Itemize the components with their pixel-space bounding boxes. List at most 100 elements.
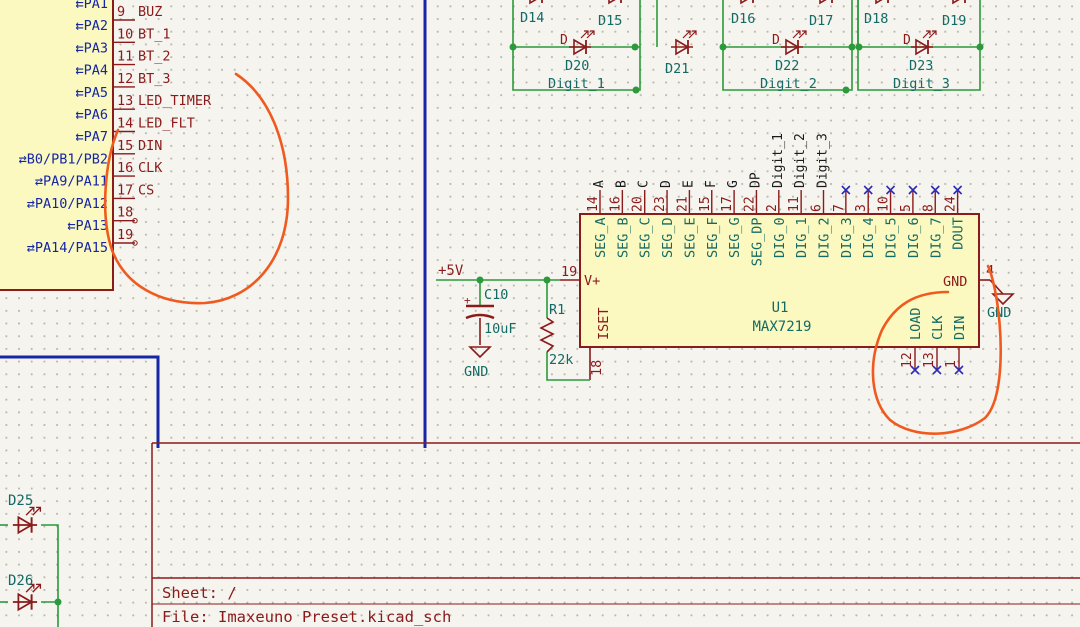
mcu-pin-name: LED_TIMER xyxy=(138,93,212,109)
mcu-pin-name: BT_1 xyxy=(138,26,171,42)
u1-top-pin-name: DIG_2 xyxy=(817,217,833,258)
mcu-pin-number: 12 xyxy=(117,71,133,87)
annotation-marks xyxy=(103,72,1003,435)
u1-net-label: F xyxy=(704,180,719,188)
u1-top-pin-number: 7 xyxy=(832,204,847,212)
mcu-pin-name: CLK xyxy=(138,160,163,176)
capacitor-c10[interactable]: + C10 10uF xyxy=(464,287,517,345)
mcu-pin-number: 10 xyxy=(117,26,133,42)
sheet-frame: Sheet: / File: Imaxeuno Preset.kicad_sch xyxy=(151,442,1080,627)
led-reference: D17 xyxy=(809,13,833,29)
led-reference: D25 xyxy=(8,493,33,509)
digit-net-label: Digit_1 xyxy=(548,76,605,92)
led-d22[interactable]: D22 D xyxy=(772,30,807,74)
u1-bottom-pin-name: LOAD xyxy=(908,307,924,340)
u1-top-pin-number: 21 xyxy=(675,196,690,212)
mcu-symbol[interactable]: ⇇PA1⇇PA2⇇PA3⇇PA4⇇PA5⇇PA6⇇PA7⇄B0/PB1/PB2⇄… xyxy=(0,0,212,291)
led-d20[interactable]: D20 D xyxy=(560,30,595,74)
led-icon xyxy=(524,0,551,4)
u1-net-label: E xyxy=(681,180,696,188)
u1-top-pin-number: 16 xyxy=(608,196,623,212)
u1-top-pin-number: 17 xyxy=(720,196,735,212)
u1-top-pin-name: SEG_DP xyxy=(749,217,765,266)
u1-top-pin-name: DIG_1 xyxy=(794,217,810,258)
led-icon xyxy=(910,30,937,55)
mcu-pin-number: 9 xyxy=(117,4,125,20)
led-icon xyxy=(568,30,595,55)
u1-top-pin-number: 22 xyxy=(742,196,757,212)
u1-top-pin-number: 23 xyxy=(653,196,668,212)
mcu-port-label: ⇇PA1 xyxy=(75,0,108,12)
mcu-port-label: ⇇PA6 xyxy=(75,107,108,123)
led-prefix: D xyxy=(772,33,780,48)
mcu-port-label: ⇄PA10/PA12 xyxy=(27,196,108,212)
gnd-label-left: GND xyxy=(464,364,488,380)
led-reference: D18 xyxy=(864,11,888,27)
led-reference: D19 xyxy=(942,13,966,29)
mcu-port-label: ⇇PA2 xyxy=(75,18,108,34)
mcu-port-label: ⇇PA13 xyxy=(67,218,108,234)
u1-top-pin-name: SEG_F xyxy=(705,217,721,258)
u1-top-pin-number: 10 xyxy=(877,196,892,212)
vcc-label: +5V xyxy=(438,263,464,279)
led-d18[interactable]: D18 xyxy=(864,0,897,27)
mcu-pin-number: 16 xyxy=(117,160,133,176)
u1-top-pin-name: DIG_4 xyxy=(861,217,877,258)
mcu-pin-name: CS xyxy=(138,182,154,198)
mcu-port-label: ⇇PA5 xyxy=(75,85,108,101)
mcu-pin-number: 15 xyxy=(117,138,133,154)
u1-top-pin-number: 15 xyxy=(698,196,713,212)
u1-net-label: DP xyxy=(748,172,763,188)
led-reference: D20 xyxy=(565,58,589,74)
led-d14[interactable]: D14 xyxy=(520,0,551,26)
mcu-pin-name: BT_2 xyxy=(138,49,171,65)
u1-top-pin-number: 6 xyxy=(810,204,825,212)
led-d26[interactable]: D26 xyxy=(8,573,42,611)
u1-top-pin-name: SEG_G xyxy=(727,217,743,258)
mcu-port-label: ⇄PA14/PA15 xyxy=(27,240,108,256)
u1-bottom-pin-number: 1 xyxy=(944,360,959,368)
u1-net-label: C xyxy=(637,180,652,188)
u1-top-pin-number: 11 xyxy=(787,196,802,212)
mcu-pin-name: DIN xyxy=(138,138,162,154)
mcu-pin-name: LED_FLT xyxy=(138,116,195,132)
mcu-port-label: ⇇PA4 xyxy=(75,63,108,79)
led-reference: D15 xyxy=(598,13,622,29)
bus-lines xyxy=(0,0,427,448)
led-prefix: D xyxy=(560,33,568,48)
u1-top-pin-name: SEG_E xyxy=(682,217,698,258)
led-d16[interactable]: D16 xyxy=(731,0,762,27)
led-d15[interactable]: D15 xyxy=(598,0,630,29)
u1-value: MAX7219 xyxy=(752,319,811,335)
led-icon xyxy=(814,0,841,4)
mcu-pin-number: 11 xyxy=(117,49,133,65)
r1-reference: R1 xyxy=(549,302,565,318)
u1-bottom-pin-name: DIN xyxy=(952,316,968,340)
annotation-circle-left xyxy=(103,72,290,305)
led-d21[interactable]: D21 xyxy=(665,30,697,77)
u1-bottom-pin-number: 12 xyxy=(900,352,915,368)
gnd-symbol-left[interactable]: GND xyxy=(464,346,492,380)
u1-pin-name-vplus: V+ xyxy=(584,273,600,289)
led-icon xyxy=(780,30,807,55)
digit-net-label: Digit_3 xyxy=(893,76,950,92)
max7219-symbol[interactable]: 14SEG_A16SEG_B20SEG_C23SEG_D21SEG_E15SEG… xyxy=(560,133,994,380)
led-icon xyxy=(11,506,42,534)
led-d25[interactable]: D25 xyxy=(8,493,42,534)
u1-top-pin-name: DIG_7 xyxy=(928,217,944,258)
led-d17[interactable]: D17 xyxy=(809,0,841,29)
led-reference: D14 xyxy=(520,10,544,26)
power-section[interactable]: +5V + C10 10uF GND R1 22k GND xyxy=(436,263,1015,381)
u1-bottom-pin-name: CLK xyxy=(930,315,946,340)
led-d19[interactable]: D19 xyxy=(942,0,974,29)
c10-reference: C10 xyxy=(484,287,508,303)
u1-top-pin-name: DIG_0 xyxy=(772,217,788,258)
led-reference: D22 xyxy=(775,58,799,74)
c10-value: 10uF xyxy=(484,321,517,337)
resistor-r1[interactable]: R1 22k xyxy=(539,302,573,368)
u1-top-pin-number: 14 xyxy=(586,196,601,212)
